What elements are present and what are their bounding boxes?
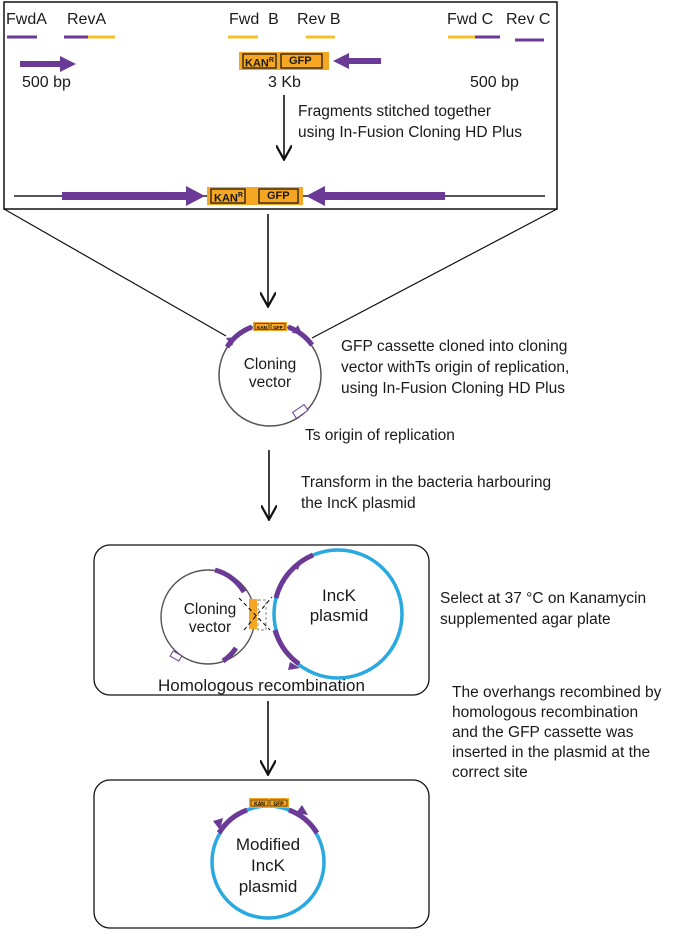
modified-arrowhead-left [213, 818, 223, 830]
stitched-kan-label: KANR [214, 192, 243, 205]
gfp-box [280, 53, 323, 69]
fragment-b-size: 3 Kb [268, 74, 301, 91]
svg-text:GFP: GFP [273, 325, 282, 330]
homologous-recombination-label: Homologous recombination [158, 676, 365, 695]
cloning-vector-arc-left [224, 324, 253, 349]
cloning-vector-arc-right [287, 324, 315, 347]
modified-cassette [249, 798, 289, 808]
stitched-kan-box [210, 188, 246, 204]
modified-plasmid-label: Modified IncK plasmid [235, 835, 301, 896]
recombination-vector-arc-top [214, 567, 247, 594]
recombination-vector-cassette [249, 599, 257, 629]
primer-label-rev-b: Rev B [297, 11, 341, 28]
recombination-vector-label: Cloning vector [183, 601, 237, 636]
recombination-diagram [160, 548, 404, 680]
step-clone-text: GFP cassette cloned into cloning vector … [341, 338, 570, 397]
inck-arc-top [273, 552, 315, 599]
inck-arrowhead-top [292, 558, 302, 570]
funnel-right-line [311, 208, 558, 339]
ts-origin-label: Ts origin of replication [305, 427, 455, 444]
fragment-b-cassette [239, 52, 381, 70]
cassette-kan-label: KANR [245, 57, 274, 70]
final-panel-border [93, 779, 430, 929]
primer-label-fwd-b: Fwd B [229, 11, 279, 28]
inck-plasmid-circle [272, 548, 404, 680]
cloning-vector-arrowhead-left [226, 337, 236, 346]
kan-box [242, 53, 277, 69]
inck-arc-bottom [272, 629, 301, 667]
step-select-text: Select at 37 °C on Kanamycin supplemente… [440, 590, 647, 628]
stitched-gfp-label: GFP [267, 190, 290, 202]
svg-text:GFP: GFP [273, 802, 284, 808]
modified-arrowhead-right [296, 805, 308, 815]
step-transform-text: Transform in the bacteria harbouring the… [301, 474, 552, 512]
recombination-panel-border [93, 544, 430, 696]
stitched-construct [14, 186, 545, 206]
recombination-ts-marker [169, 650, 183, 662]
primer-label-fwd-a: FwdA [6, 11, 47, 28]
fragment-a-arrow [20, 56, 76, 72]
recombination-note-text: The overhangs recombined by homologous r… [452, 684, 662, 781]
primer-label-rev-c: Rev C [506, 11, 551, 28]
fragment-panel-border [3, 1, 558, 210]
target-site-marker [257, 599, 267, 631]
cloning-vector-cassette [253, 322, 287, 331]
step-stitch-text: Fragments stitched together using In-Fus… [298, 103, 522, 141]
svg-text:KAN: KAN [254, 802, 265, 808]
fragment-c-size: 500 bp [470, 74, 519, 91]
svg-text:KAN: KAN [257, 325, 267, 330]
modified-arc-right [288, 807, 320, 835]
cassette-background [239, 52, 329, 70]
cloning-vector-arrowhead-right [292, 325, 302, 334]
cloning-vector-diagram: KAN GFP [218, 322, 322, 427]
inck-plasmid-label: IncK plasmid [309, 586, 369, 625]
recombination-vector-arc-bottom [221, 646, 239, 664]
modified-arc-left [216, 807, 248, 835]
crossover-line-1 [238, 597, 271, 631]
stitched-left-arrow [62, 186, 205, 206]
primer-lines [7, 35, 544, 42]
stitched-cassette [207, 187, 303, 205]
stitched-gfp-box [258, 188, 299, 204]
funnel-left-line [3, 208, 227, 337]
fragment-b-arrow [333, 53, 381, 69]
inck-arrowhead-bottom [288, 662, 300, 670]
primer-label-fwd-c: Fwd C [447, 11, 494, 28]
primer-label-rev-a: RevA [67, 11, 107, 28]
fragment-a-size: 500 bp [22, 74, 71, 91]
cassette-gfp-label: GFP [289, 55, 312, 67]
stitched-right-arrow [306, 186, 445, 206]
cloning-vector-label: Cloning vector [243, 356, 297, 391]
ts-origin-marker [291, 403, 309, 419]
modified-plasmid-diagram: KAN GFP [210, 798, 326, 920]
